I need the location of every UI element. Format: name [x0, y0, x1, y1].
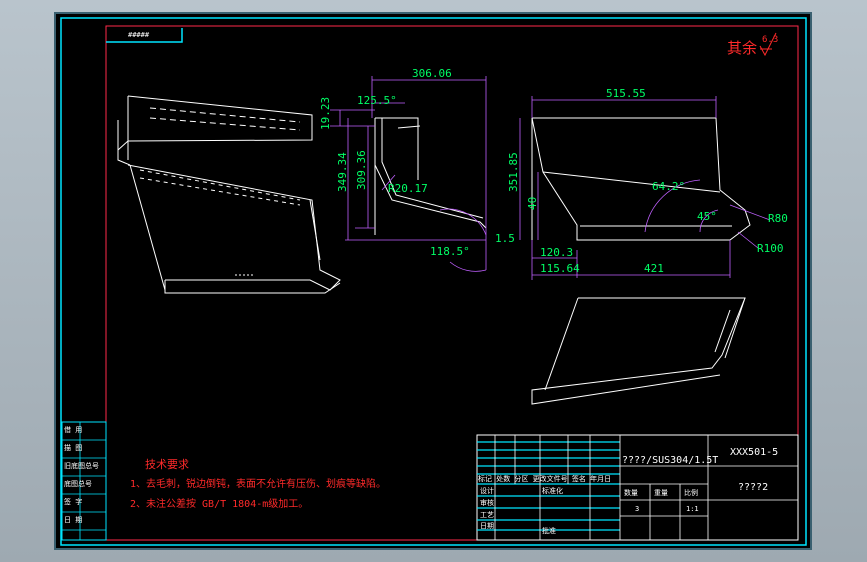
side-row-6: 日 期 — [64, 516, 82, 524]
sheet-background — [54, 12, 812, 550]
approve-label: 批准 — [542, 526, 556, 535]
dim-351-85: 351.85 — [507, 152, 520, 192]
title-block: 标记 处数 分区 更改文件号 签名 年月日 设计 审核 工艺 日期 标准化 批准… — [476, 434, 799, 541]
side-row-5: 签 字 — [64, 497, 82, 506]
dim-120-3: 120.3 — [540, 246, 573, 259]
inner-frame — [105, 25, 799, 541]
dim-45: 45° — [697, 210, 717, 223]
side-row-2: 描 图 — [64, 443, 82, 452]
process-label: 工艺 — [480, 511, 494, 519]
dim-515-55: 515.55 — [606, 87, 646, 100]
dim-r80: R80 — [768, 212, 788, 225]
drawing-number: XXX501-5 — [730, 447, 778, 458]
check-label: 审核 — [480, 498, 494, 507]
roughness-value: 6.3 — [762, 35, 778, 45]
view-section: 306.06 125.5° 19.23 349.34 309.36 R20.17… — [319, 67, 515, 272]
dim-421: 421 — [644, 262, 664, 275]
outer-frame — [60, 17, 807, 546]
dim-19-23: 19.23 — [319, 97, 332, 130]
side-row-4: 底图总号 — [64, 479, 92, 488]
stamp-box — [106, 28, 183, 43]
dim-306-06: 306.06 — [412, 67, 452, 80]
part-name: ????2 — [738, 482, 768, 493]
roughness-label: 其余 — [727, 39, 757, 57]
dim-40: 40 — [526, 197, 539, 210]
scale-value: 1:1 — [686, 505, 699, 513]
design-label: 设计 — [480, 486, 494, 495]
date-label: 日期 — [480, 522, 494, 530]
dim-1-5: 1.5 — [495, 232, 515, 245]
weight-label: 重量 — [654, 489, 668, 497]
view-right-part: 515.55 351.85 40 64.2° 45° R80 R100 120.… — [507, 87, 788, 280]
scale-label: 比例 — [684, 488, 698, 497]
notes-title: 技术要求 — [145, 458, 189, 471]
dim-r20-17: R20.17 — [388, 182, 428, 195]
revision-header: 标记 处数 分区 更改文件号 签名 年月日 — [478, 474, 611, 483]
dim-115-64: 115.64 — [540, 262, 580, 275]
header-stamp: ##### — [128, 31, 150, 39]
notes-line-1: 1、去毛刺，锐边倒钝，表面不允许有压伤、划痕等缺陷。 — [130, 477, 386, 490]
dim-349-34: 349.34 — [336, 152, 349, 192]
dim-125-5: 125.5° — [357, 94, 397, 107]
dim-64-2: 64.2° — [652, 180, 685, 193]
count-label: 数量 — [624, 488, 638, 497]
side-row-3: 旧底图总号 — [64, 461, 99, 470]
dim-118-5: 118.5° — [430, 245, 470, 258]
dim-309-36: 309.36 — [355, 150, 368, 190]
notes-line-2: 2、未注公差按 GB/T 1804-m级加工。 — [130, 497, 308, 510]
qty-value: 3 — [635, 505, 639, 513]
material: ????/SUS304/1.5T — [622, 455, 718, 466]
dim-r100: R100 — [757, 242, 784, 255]
view-bottom-part — [531, 297, 746, 405]
std-label: 标准化 — [542, 486, 563, 495]
side-row-1: 借 用 — [64, 425, 82, 434]
side-table: 借 用 描 图 旧底图总号 底图总号 签 字 日 期 — [61, 421, 107, 541]
view-left-part — [117, 95, 341, 294]
